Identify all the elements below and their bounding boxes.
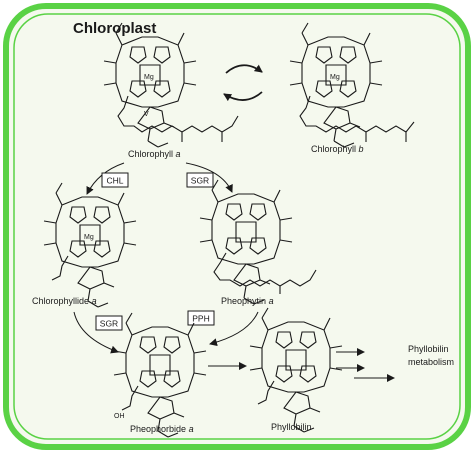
pheophorbide-a-label: Pheophorbide a	[130, 424, 194, 434]
chlorophyll-b-label: Chlorophyll b	[311, 144, 364, 154]
metabolism-label-line1: Phyllobilin	[408, 344, 449, 354]
chlorophyllide-a-label: Chlorophyllide a	[32, 296, 97, 306]
chlorophyllide-a-structure: Mg	[43, 182, 137, 308]
chlide-to-pheophorbide-arrow	[73, 311, 119, 354]
pheophorbide-oh-label: OH	[114, 413, 125, 420]
enzyme-chl-label: CHL	[106, 176, 123, 186]
pheophytin-a-structure	[199, 179, 317, 305]
chlorophyll-a-label: Chlorophyll a	[128, 149, 181, 159]
chl-b-metal-label: Mg	[330, 74, 340, 81]
chloroplast-boundary	[3, 3, 471, 450]
metabolism-label-line2: metabolism	[408, 357, 454, 367]
pheophorbide-a-structure: OH	[113, 312, 207, 438]
enzyme-sgr-bottom-box	[95, 315, 123, 331]
chl-b-to-a-arrow	[223, 91, 263, 102]
enzyme-pph-label: PPH	[192, 314, 209, 324]
chl-a-metal-label: Mg	[144, 74, 154, 81]
chl-to-pheophytin-arrow	[185, 162, 233, 193]
pheophytin-a-label: Pheophytin a	[221, 296, 274, 306]
chl-a-to-b-arrow	[225, 64, 263, 74]
chlorophyll-a-structure: Mg V	[103, 22, 239, 148]
enzyme-sgr-bottom-label: SGR	[100, 319, 118, 329]
phyllobilin-label: Phyllobilin	[271, 422, 312, 432]
chl-a-ring-v-label: V	[144, 111, 149, 118]
enzyme-pph-box	[187, 310, 215, 326]
chloroplast-inner-membrane	[13, 13, 461, 440]
enzyme-sgr-top-label: SGR	[191, 176, 209, 186]
pheophytin-to-pheophorbide-arrow	[209, 311, 259, 347]
phyllobilin-structure	[249, 307, 343, 433]
enzyme-sgr-top-box	[186, 172, 214, 188]
diagram-title: Chloroplast	[73, 20, 156, 37]
enzyme-chl-box	[101, 172, 129, 188]
chlorophyll-b-structure: Mg	[289, 22, 415, 148]
chlide-a-metal-label: Mg	[84, 234, 94, 241]
